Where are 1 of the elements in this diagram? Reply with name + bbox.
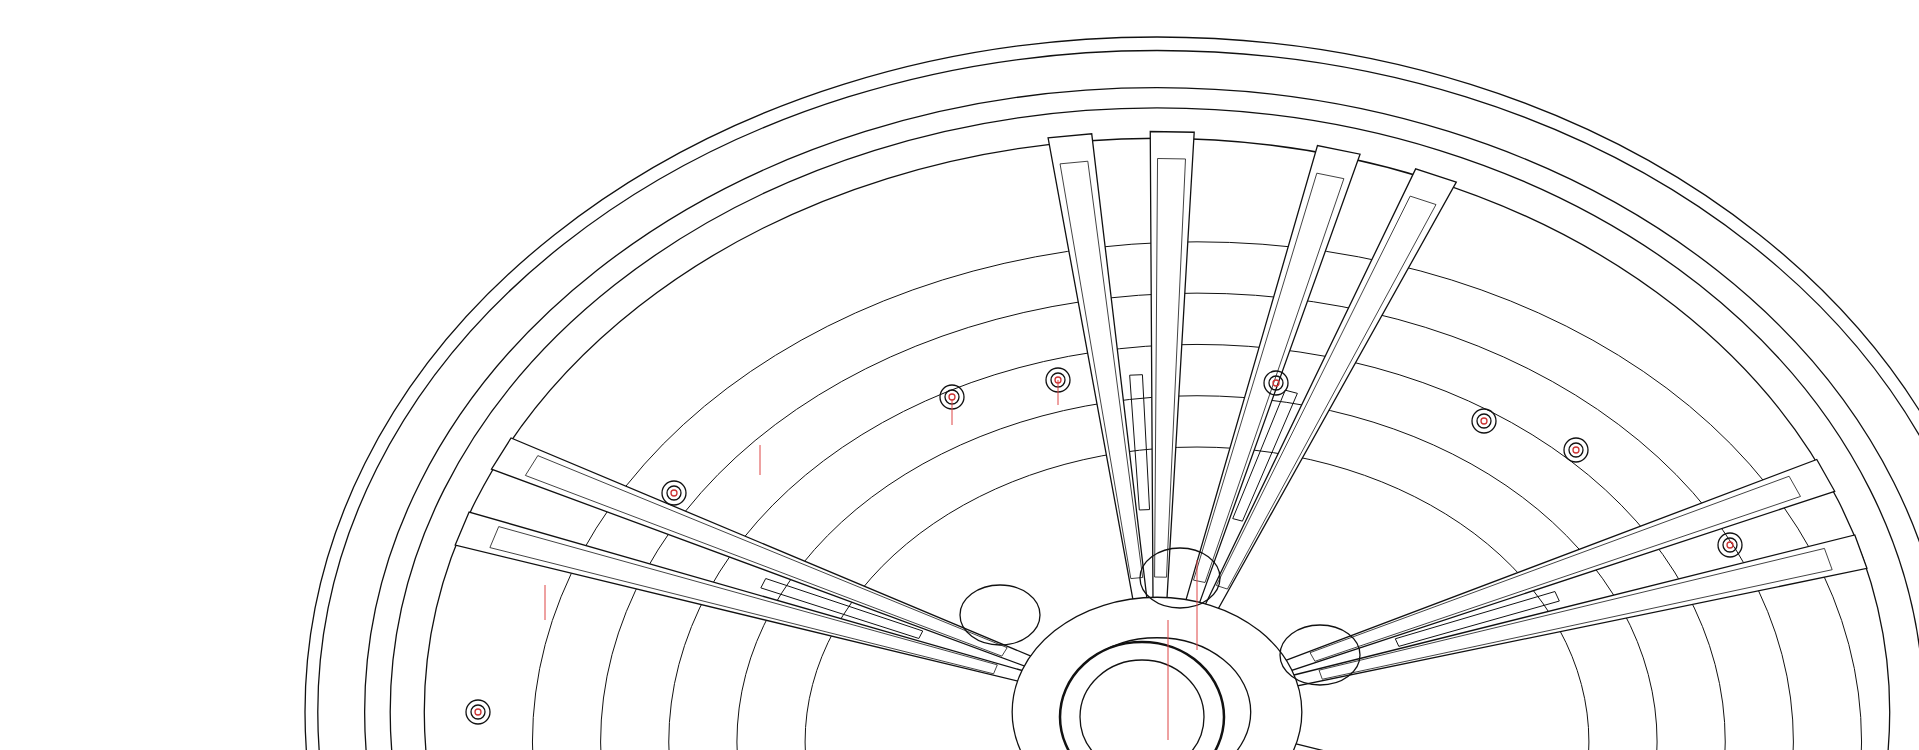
- wheel-drawing: [304, 36, 1919, 750]
